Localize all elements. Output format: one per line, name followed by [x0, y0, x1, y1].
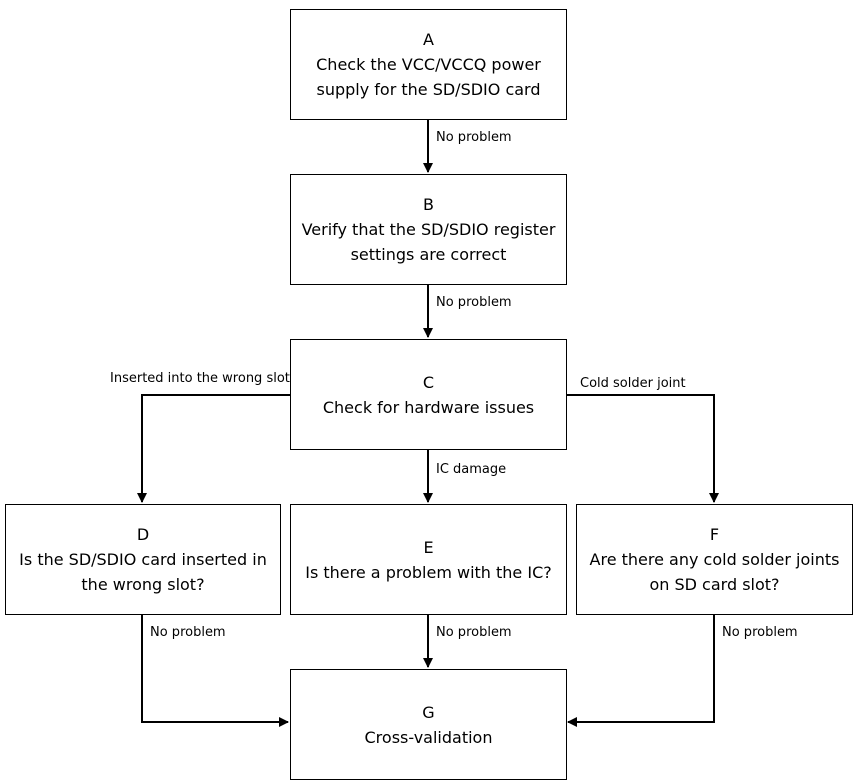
edge-f-to-g	[567, 615, 715, 727]
node-g-letter: G	[422, 702, 435, 722]
node-b-text-line-2: settings are correct	[350, 245, 507, 264]
node-b-text-line-1: Verify that the SD/SDIO register	[301, 220, 556, 239]
edge-label-a-to-b: No problem	[436, 130, 512, 145]
node-c-letter: C	[422, 372, 435, 392]
node-f-text-line-1: Are there any cold solder joints	[589, 550, 840, 569]
edge-label-d-to-g: No problem	[150, 625, 226, 640]
node-a-text-line-1: Check the VCC/VCCQ power	[316, 55, 541, 74]
edge-label-c-to-f: Cold solder joint	[580, 376, 686, 391]
node-b: B Verify that the SD/SDIO register setti…	[290, 174, 567, 285]
edge-label-c-to-e: IC damage	[436, 462, 507, 477]
node-f-text-line-2: on SD card slot?	[649, 575, 780, 594]
node-f: F Are there any cold solder joints on SD…	[576, 504, 853, 615]
edge-label-f-to-g: No problem	[722, 625, 798, 640]
edge-d-to-g	[141, 615, 289, 727]
edge-label-c-to-d: Inserted into the wrong slot	[110, 371, 290, 386]
node-e-text-line-1: Is there a problem with the IC?	[305, 562, 552, 582]
edge-label-e-to-g: No problem	[436, 625, 512, 640]
edge-label-b-to-c: No problem	[436, 295, 512, 310]
edge-c-to-f	[567, 394, 719, 503]
node-c-text-line-1: Check for hardware issues	[322, 397, 535, 417]
node-d-text-line-2: the wrong slot?	[81, 575, 205, 594]
node-d-text-line-1: Is the SD/SDIO card inserted in	[19, 550, 267, 569]
edge-c-to-d	[137, 394, 290, 503]
node-c: C Check for hardware issues	[290, 339, 567, 450]
node-g-text-line-1: Cross-validation	[364, 727, 493, 747]
node-a-text-line-2: supply for the SD/SDIO card	[316, 80, 541, 99]
node-e-letter: E	[423, 537, 434, 557]
node-a-letter: A	[423, 30, 434, 49]
node-f-letter: F	[709, 525, 720, 544]
node-d: D Is the SD/SDIO card inserted in the wr…	[5, 504, 281, 615]
node-d-letter: D	[136, 525, 150, 544]
node-b-letter: B	[423, 195, 434, 214]
node-g: G Cross-validation	[290, 669, 567, 780]
node-a: A Check the VCC/VCCQ power supply for th…	[290, 9, 567, 120]
node-e: E Is there a problem with the IC?	[290, 504, 567, 615]
